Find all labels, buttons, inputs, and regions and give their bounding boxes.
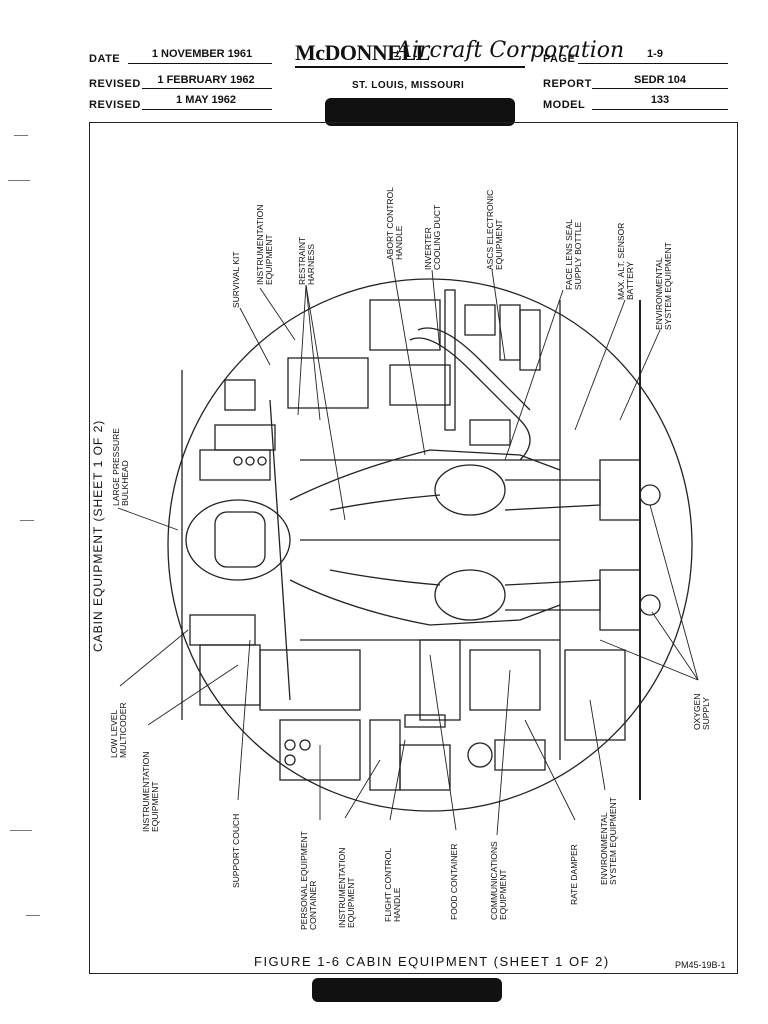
label-rate-damper: RATE DAMPER [569,844,579,905]
label-food-container: FOOD CONTAINER [449,843,459,920]
label-environmental-system-equipment-bottom: ENVIRONMENTAL SYSTEM EQUIPMENT [599,797,618,885]
revised-value-2: 1 MAY 1962 [176,94,236,106]
label-instrumentation-equipment-bottom: INSTRUMENTATION EQUIPMENT [337,847,356,928]
figure-frame [89,122,738,974]
date-value: 1 NOVEMBER 1961 [151,48,253,60]
date-label: DATE [89,53,121,65]
margin-mark [8,180,30,181]
margin-mark [14,135,28,136]
label-abort-control-handle: ABORT CONTROL HANDLE [385,187,404,260]
model-label: MODEL [543,99,586,111]
label-max-alt-sensor-battery: MAX. ALT. SENSOR BATTERY [616,222,635,300]
label-flight-control-handle: FLIGHT CONTROL HANDLE [383,848,402,922]
label-large-pressure-bulkhead: LARGE PRESSURE BULKHEAD [111,428,130,506]
company-logo-script: Aircraft Corporation [396,38,625,63]
margin-mark [26,915,40,916]
page-value: 1-9 [647,48,663,60]
figure-caption: FIGURE 1-6 CABIN EQUIPMENT (SHEET 1 OF 2… [254,954,610,969]
label-instrumentation-equipment-left: INSTRUMENTATION EQUIPMENT [141,751,160,832]
label-restraint-harness: RESTRAINT HARNESS [297,236,316,285]
company-logo-mcdonnell: McDONNELL [295,40,430,65]
revised-value-1: 1 FEBRUARY 1962 [157,74,255,86]
drawing-number: PM45-19B-1 [675,960,726,970]
label-low-level-multicoder: LOW LEVEL MULTICODER [109,702,128,758]
redaction-mark-bottom [312,978,502,1002]
redaction-mark [325,98,515,126]
figure-title-rotated: CABIN EQUIPMENT (SHEET 1 OF 2) [91,419,105,652]
label-communications-equipment: COMMUNICATIONS EQUIPMENT [489,841,508,920]
label-inverter-cooling-duct: INVERTER COOLING DUCT [423,204,442,270]
label-personal-equipment-container: PERSONAL EQUIPMENT CONTAINER [299,831,318,930]
company-city: ST. LOUIS, MISSOURI [352,80,465,91]
margin-mark [20,520,34,521]
revised-label-1: REVISED [89,78,141,90]
label-instrumentation-equipment-top: INSTRUMENTATION EQUIPMENT [255,204,274,285]
report-value: SEDR 104 [634,74,686,86]
label-support-couch: SUPPORT COUCH [231,813,241,888]
page-label: PAGE [543,53,576,65]
margin-mark [10,830,32,831]
model-value: 133 [650,94,670,106]
label-oxygen-supply: OXYGEN SUPPLY [692,693,711,730]
label-face-lens-seal-supply-bottle: FACE LENS SEAL SUPPLY BOTTLE [564,219,583,290]
report-label: REPORT [543,78,592,90]
label-environmental-system-equipment-top: ENVIRONMENTAL SYSTEM EQUIPMENT [654,242,673,330]
label-survival-kit: SURVIVAL KIT [231,251,241,308]
revised-label-2: REVISED [89,99,141,111]
label-ascs-electronic-equipment: ASCS ELECTRONIC EQUIPMENT [485,189,504,270]
